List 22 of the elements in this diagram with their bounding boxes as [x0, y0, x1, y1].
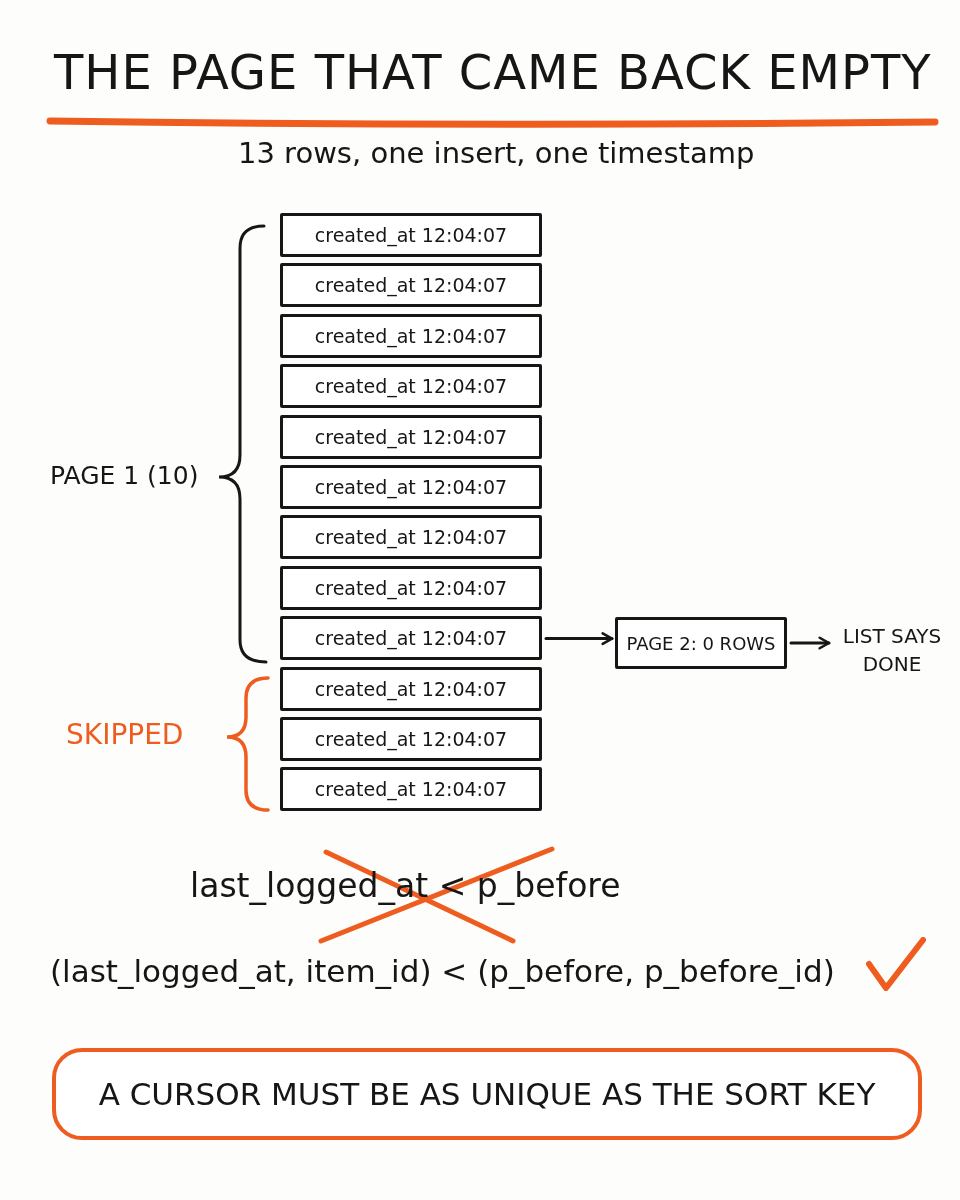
arrow	[789, 636, 831, 650]
record-row: created_at 12:04:07	[280, 666, 542, 711]
takeaway-box: A CURSOR MUST BE AS UNIQUE AS THE SORT KEY	[52, 1048, 922, 1140]
record-row: created_at 12:04:07	[280, 565, 542, 610]
code-line: (last_logged_at, item_id) < (p_before, p_before_id)	[50, 953, 835, 991]
record-row: created_at 12:04:07	[280, 263, 542, 308]
record-row: created_at 12:04:07	[280, 465, 542, 509]
arrow	[544, 632, 614, 646]
title: THE PAGE THAT CAME BACK EMPTY	[54, 44, 932, 102]
record-row: created_at 12:04:07	[280, 313, 542, 358]
record-row: created_at 12:04:07	[280, 364, 542, 409]
record-row: created_at 12:04:07	[280, 767, 542, 812]
result-box: PAGE 2: 0 ROWS	[615, 617, 787, 669]
subtitle: 13 rows, one insert, one timestamp	[238, 136, 755, 171]
record-row: created_at 12:04:07	[280, 414, 542, 459]
record-row: created_at 12:04:07	[280, 213, 542, 257]
brace-label: PAGE 1 (10)	[50, 461, 199, 491]
record-row: created_at 12:04:07	[280, 515, 542, 560]
record-row: created_at 12:04:07	[280, 616, 542, 661]
record-row: created_at 12:04:07	[280, 717, 542, 761]
brace-label: SKIPPED	[66, 718, 184, 752]
outcome-text: LIST SAYS DONE	[832, 617, 952, 683]
